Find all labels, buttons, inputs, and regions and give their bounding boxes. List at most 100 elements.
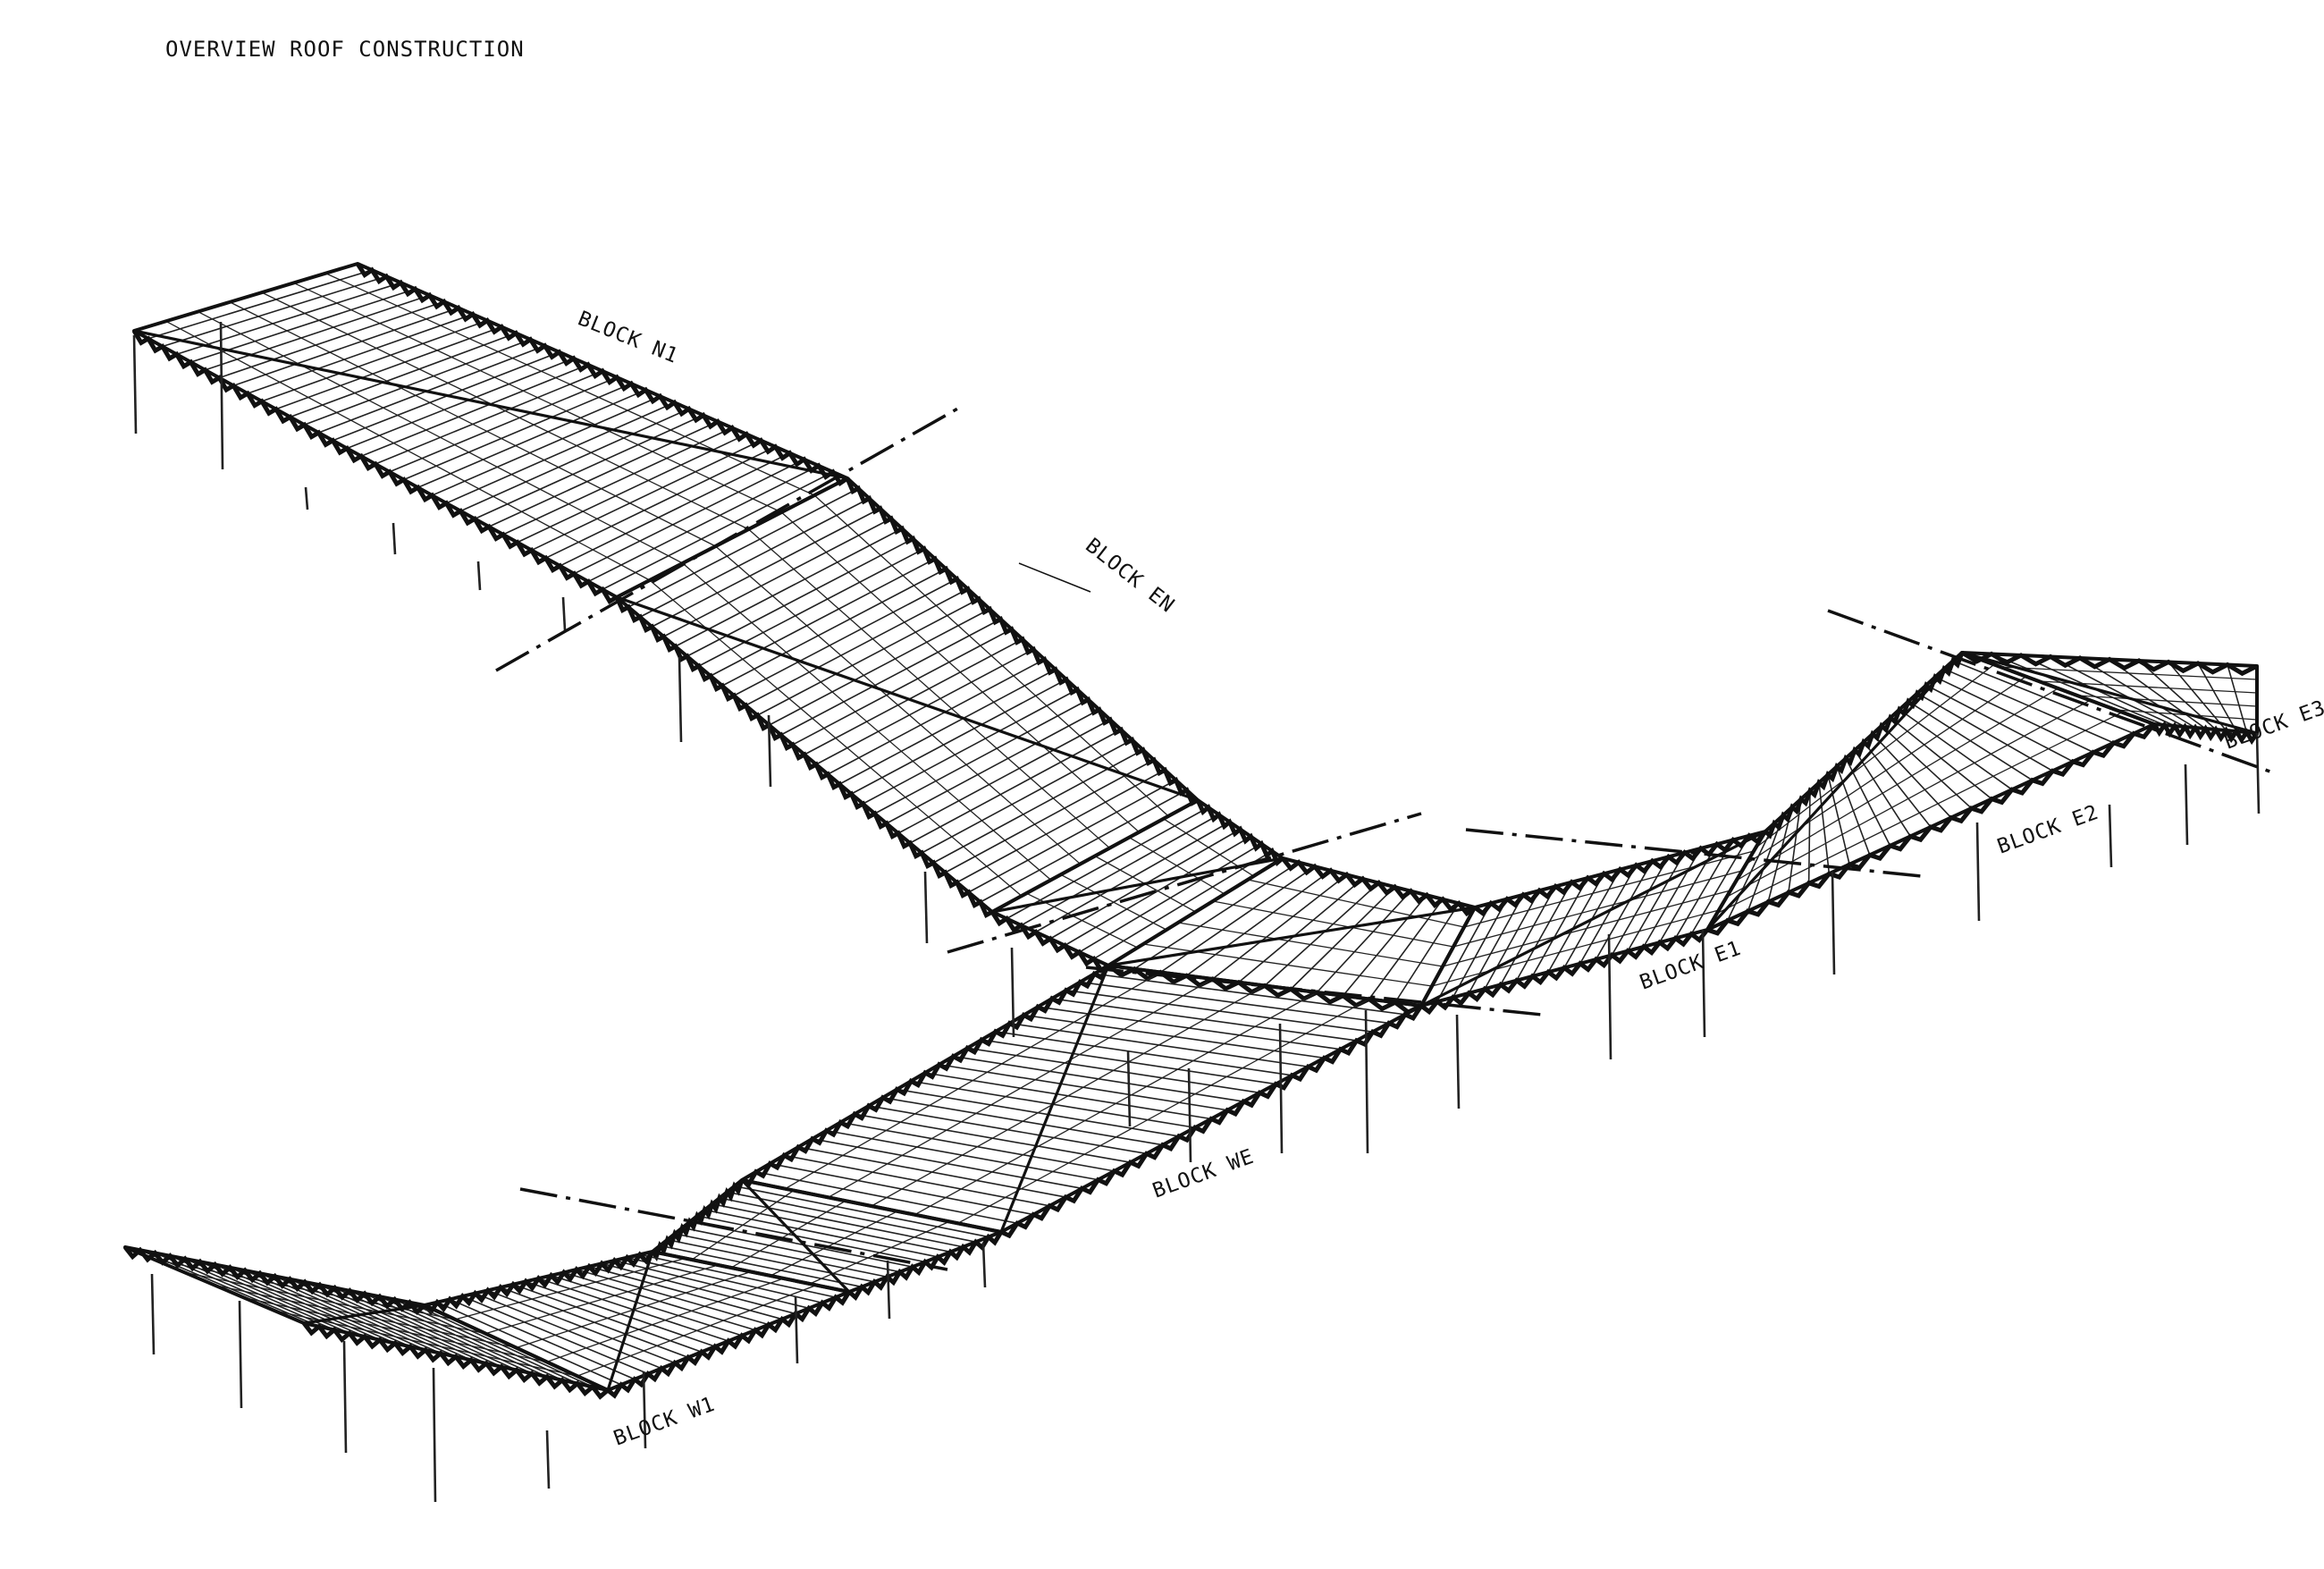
roof-edge-truss <box>2151 721 2260 746</box>
roof-rib <box>733 578 957 696</box>
roof-rib <box>602 471 834 590</box>
section-line-en-we <box>947 812 1422 954</box>
roof-longitudinal <box>165 320 651 581</box>
roof-brace <box>133 329 848 480</box>
block-label-e2: BLOCK E2 <box>1994 801 2102 859</box>
roof-rib <box>275 325 502 410</box>
roof-longitudinal <box>2000 666 2258 680</box>
roof-rib <box>459 408 690 512</box>
block-label-w1: BLOCK W1 <box>610 1393 719 1451</box>
roof-rib <box>1342 894 1427 997</box>
roof-rib <box>745 588 969 706</box>
support-column <box>2255 732 2261 814</box>
roof-rib <box>945 759 1155 873</box>
roof-edge-truss <box>999 1004 1424 1239</box>
roof-rib <box>2197 662 2237 732</box>
roof-longitudinal <box>957 998 1369 1224</box>
roof-rib <box>403 383 632 481</box>
roof-edge-truss <box>423 1250 655 1316</box>
roof-longitudinal <box>1755 663 1995 848</box>
roof-rib <box>1484 890 1540 990</box>
roof-rib <box>1579 865 1638 965</box>
roof-brace <box>991 856 1284 914</box>
roof-rib <box>674 1233 888 1278</box>
roof-rib <box>792 628 1013 746</box>
roof-rib <box>1212 873 1348 980</box>
roof-brace <box>1961 651 2258 735</box>
roof-rib <box>874 698 1089 814</box>
label-leaders <box>1018 562 1091 593</box>
drawing-title: OVERVIEW ROOF CONSTRUCTION <box>165 37 525 62</box>
roof-rib <box>2227 664 2248 733</box>
roof-rib <box>375 370 603 465</box>
support-column <box>1701 929 1706 1038</box>
roof-rib <box>956 769 1166 883</box>
support-column <box>476 561 482 591</box>
support-column <box>923 871 929 944</box>
roof-brace <box>1420 830 1766 1008</box>
roof-rib <box>1133 861 1300 970</box>
roof-rib <box>667 1238 875 1283</box>
roof-rib <box>219 300 444 379</box>
support-column <box>1278 1023 1284 1154</box>
roof-rib <box>1186 870 1332 976</box>
roof-longitudinal <box>649 579 1023 897</box>
roof-rib <box>1991 653 2165 726</box>
roof-rib <box>968 779 1176 893</box>
section-line-e2-e3 <box>1827 609 2276 775</box>
roof-rib <box>247 313 474 394</box>
roof-longitudinal <box>2076 695 2258 707</box>
roof-segment-n1 <box>131 262 849 605</box>
support-column <box>767 714 772 788</box>
roof-rib <box>804 638 1023 755</box>
roof-structure <box>123 262 2261 1503</box>
roof-longitudinal <box>1745 676 2027 865</box>
roof-longitudinal <box>546 1278 784 1362</box>
roof-edge-truss <box>606 1290 852 1399</box>
roof-longitudinal <box>747 528 1110 849</box>
roof-brace <box>740 1178 851 1294</box>
roof-rib <box>1316 890 1411 993</box>
roof-rib <box>675 527 903 647</box>
roof-rib <box>346 358 575 450</box>
section-line-n1-en <box>495 405 962 672</box>
roof-rib <box>2050 655 2185 728</box>
roof-brace <box>999 965 1110 1233</box>
support-column <box>642 1371 647 1449</box>
roof-brace <box>606 1251 654 1391</box>
roof-rib <box>162 275 387 348</box>
roof-rib <box>318 345 545 434</box>
roof-rib <box>921 738 1133 854</box>
support-column <box>132 334 138 434</box>
support-column <box>342 1340 348 1454</box>
roof-rib <box>1690 835 1750 935</box>
support-column <box>561 596 567 631</box>
roof-longitudinal <box>780 511 1140 833</box>
roof-rib <box>769 608 990 726</box>
roof-rib <box>531 439 762 552</box>
roof-edge-truss <box>355 262 849 486</box>
roof-segment-w1-tip <box>123 1245 610 1400</box>
roof-edge-truss <box>1764 652 1965 839</box>
section-line-we-e1 <box>1085 966 1543 1016</box>
roof-edge-truss <box>1281 856 1477 917</box>
roof-longitudinal <box>1142 943 1433 987</box>
roof-rib <box>360 364 589 457</box>
roof-longitudinal <box>1452 870 1743 948</box>
roof-rib <box>1452 898 1508 998</box>
roof-rib <box>682 1227 900 1273</box>
roof-brace <box>616 595 1199 802</box>
roof-longitudinal <box>770 1210 898 1277</box>
roof-rib <box>1611 856 1670 956</box>
roof-rib <box>734 1185 989 1238</box>
roof-longitudinal <box>730 1200 846 1269</box>
roof-longitudinal <box>293 282 782 513</box>
roof-segment-e2 <box>1705 651 2156 936</box>
roof-rib <box>886 709 1100 824</box>
roof-rib <box>290 332 517 418</box>
roof-rib <box>721 568 947 687</box>
support-column <box>1975 822 1981 922</box>
roof-longitudinal <box>1726 699 2091 898</box>
support-column <box>238 1300 243 1409</box>
support-column <box>219 321 224 470</box>
